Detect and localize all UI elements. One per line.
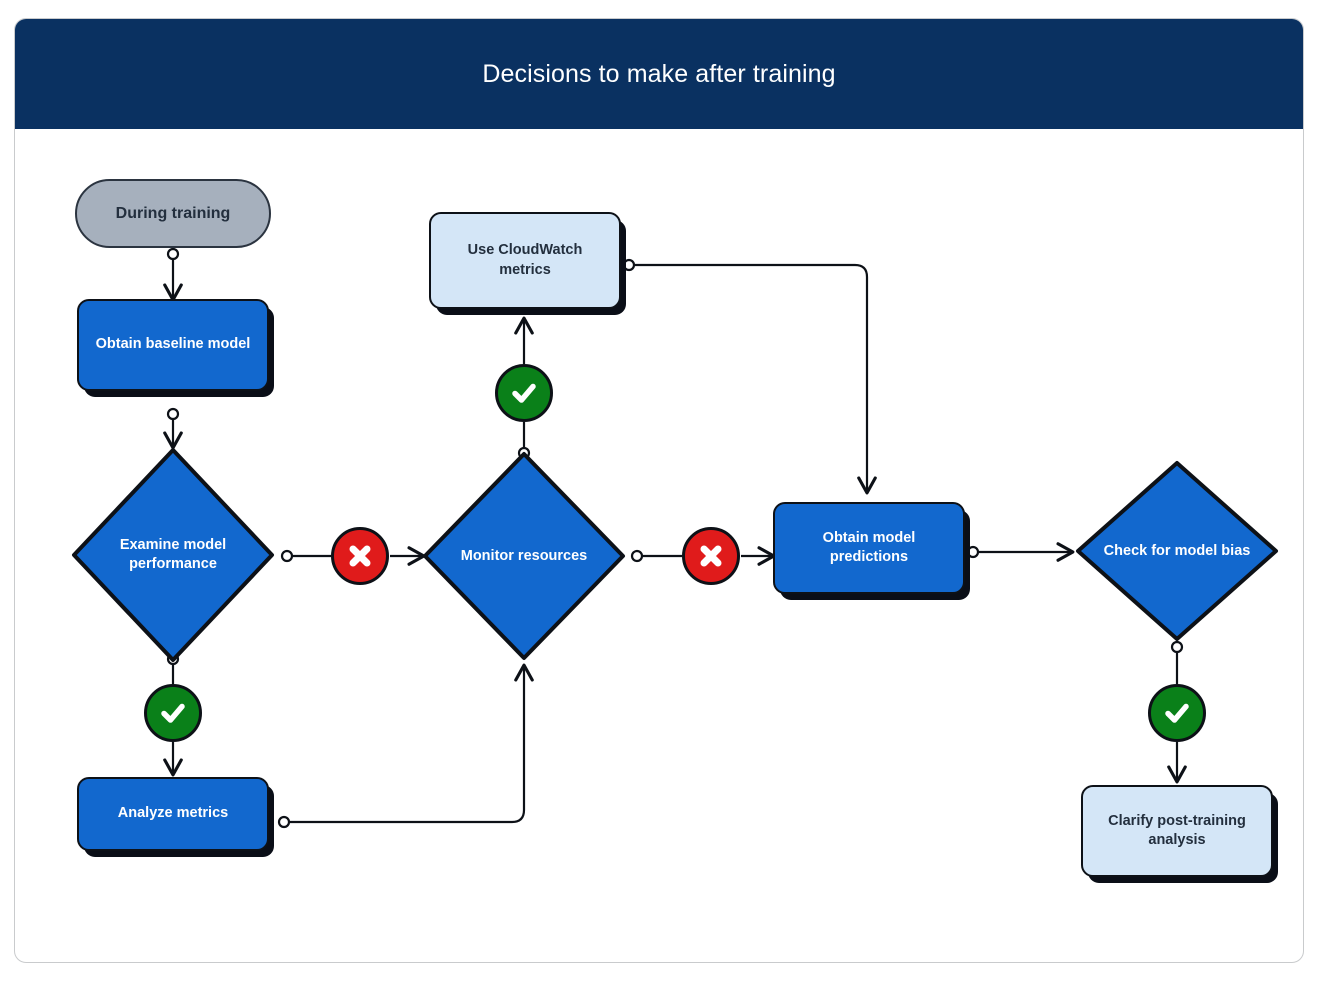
node-analyze-metrics[interactable]: Analyze metrics [77,777,269,851]
node-obtain-baseline-model[interactable]: Obtain baseline model [77,299,269,391]
cross-icon [700,545,722,567]
badge-yes-checkbias-to-clarify[interactable] [1148,684,1206,742]
node-label: Obtain baseline model [95,336,251,353]
node-label: Analyze metrics [117,805,229,822]
edge-cloudwatch-to-predictions [634,263,877,495]
diamond-shape [1076,461,1278,641]
node-obtain-model-predictions[interactable]: Obtain model predictions [773,502,965,594]
cross-icon [349,545,371,567]
node-label: During training [115,204,231,222]
node-monitor-resources[interactable]: Monitor resources [422,451,626,661]
edge-endpoint-dots [166,247,1184,829]
badge-no-monitor-to-predictions[interactable] [682,527,740,585]
node-label: Obtain model predictions [822,529,916,565]
node-examine-model-performance[interactable]: Examine model performance [71,447,275,663]
diamond-shape [423,452,625,660]
diagram-canvas: During training Obtain baseline model Ex… [15,129,1303,962]
node-check-for-model-bias[interactable]: Check for model bias [1075,460,1279,642]
node-label: Use CloudWatch metrics [467,242,583,278]
check-icon [161,703,185,723]
diagram-header: Decisions to make after training [15,19,1303,129]
node-clarify-post-training-analysis[interactable]: Clarify post-training analysis [1081,785,1273,877]
node-during-training[interactable]: During training [75,179,271,248]
check-icon [512,383,536,403]
diamond-shape [72,448,274,662]
node-use-cloudwatch-metrics[interactable]: Use CloudWatch metrics [429,212,621,309]
badge-yes-monitor-to-cloudwatch[interactable] [495,364,553,422]
edge-layer [163,247,1187,829]
check-icon [1165,703,1189,723]
node-label: Clarify post-training analysis [1108,812,1246,848]
page-title: Decisions to make after training [482,59,836,88]
badge-no-examine-to-monitor[interactable] [331,527,389,585]
diagram-card: Decisions to make after training [14,18,1304,963]
edge-analyze-to-monitor [284,663,534,824]
badge-yes-examine-to-analyze[interactable] [144,684,202,742]
